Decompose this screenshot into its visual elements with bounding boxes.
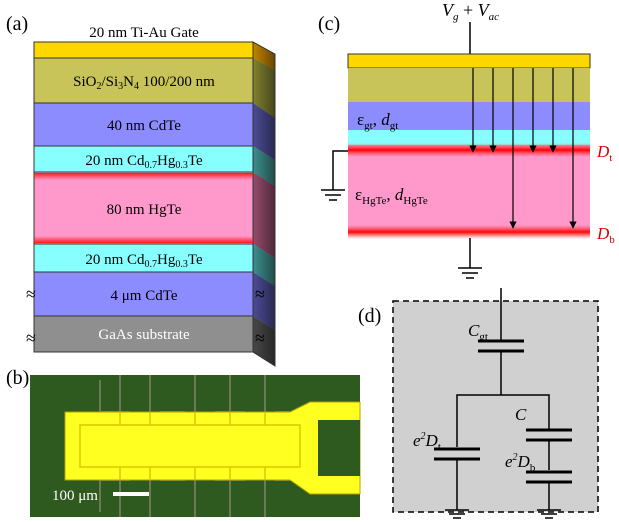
c-dielectric — [348, 68, 590, 102]
c-gate — [347, 53, 591, 69]
c-label: C — [515, 405, 527, 424]
layer-substrate-label: GaAs substrate — [98, 327, 190, 343]
layer-gate-label: 20 nm Ti-Au Gate — [89, 25, 199, 41]
eps-gt-label: εgt, dgt — [357, 110, 398, 132]
panel-a: (a) 20 nm Ti-Au Gate SiO2/Si3N4 100/200 … — [6, 13, 276, 367]
ground-symbol-bottom — [458, 267, 482, 279]
e2dt-label: e2Dt — [413, 431, 441, 453]
gate-cutout — [318, 420, 360, 476]
layer-cdte-4um-label: 4 μm CdTe — [111, 288, 178, 304]
cgt-label: Cgt — [468, 321, 488, 343]
panel-c: (c) Vg + Vac εgt, dgt εHgTe, dHgTe Dt Db — [318, 0, 615, 279]
top-2deg-contact — [332, 150, 348, 190]
c-barrier — [348, 130, 590, 145]
hgte-top-edge — [34, 173, 253, 187]
break-mark-right-2: ≈ — [255, 328, 265, 348]
layer-dielectric — [33, 57, 254, 104]
hgte-bottom-edge — [34, 229, 253, 243]
circuit-wires — [456, 288, 550, 510]
circuit-box — [392, 300, 599, 513]
panel-label-c: (c) — [318, 13, 340, 35]
scale-bar-label: 100 μm — [52, 488, 98, 504]
ground-symbol-db — [537, 509, 561, 519]
panel-b: (b) 100 μm — [6, 367, 361, 517]
layer-barrier-bottom-label: 20 nm Cd0.7Hg0.3Te — [85, 252, 203, 270]
scale-bar — [113, 492, 149, 496]
layer-cdte-4um — [33, 271, 254, 317]
hall-bar-arms — [119, 412, 266, 480]
D-bottom-label: Db — [596, 224, 615, 246]
layer-substrate — [33, 315, 254, 353]
gate-metal — [64, 401, 361, 495]
layer-barrier-top — [33, 145, 254, 173]
layer-dielectric-label: SiO2/Si3N4 100/200 nm — [73, 74, 215, 92]
layer-barrier-top-label: 20 nm Cd0.7Hg0.3Te — [85, 153, 203, 171]
panel-label-d: (d) — [358, 305, 381, 327]
stack-side-face — [252, 41, 276, 367]
break-mark-left-1: ≈ — [26, 284, 36, 304]
ground-symbol-left — [321, 189, 345, 201]
c-hgte — [348, 145, 590, 231]
panel-label-a: (a) — [6, 13, 28, 35]
hall-bar-outline — [79, 424, 301, 468]
capacitor-e2dt — [434, 447, 480, 461]
layer-barrier-bottom — [33, 243, 254, 273]
capacitor-e2db — [526, 470, 572, 484]
layer-hgte-label: 80 nm HgTe — [107, 202, 182, 218]
panel-d: (d) Cgt C e2Dt e2Db — [358, 288, 599, 519]
break-mark-right-1: ≈ — [255, 284, 265, 304]
field-lines — [469, 68, 577, 229]
e2db-label: e2Db — [505, 452, 536, 474]
c-top-2deg — [348, 143, 590, 157]
c-cdte — [348, 102, 590, 130]
gate-voltage-label: Vg + Vac — [442, 0, 499, 23]
break-mark-left-2: ≈ — [26, 328, 36, 348]
layer-gate — [33, 41, 254, 59]
D-top-label: Dt — [596, 142, 612, 164]
panel-label-b: (b) — [6, 367, 29, 389]
ground-symbol-dt — [445, 509, 469, 519]
eps-hgte-label: εHgTe, dHgTe — [355, 185, 428, 207]
c-bottom-2deg — [348, 225, 590, 239]
capacitor-cgt — [478, 339, 524, 353]
layer-cdte-40-label: 40 nm CdTe — [107, 118, 181, 134]
capacitor-c — [526, 428, 572, 442]
